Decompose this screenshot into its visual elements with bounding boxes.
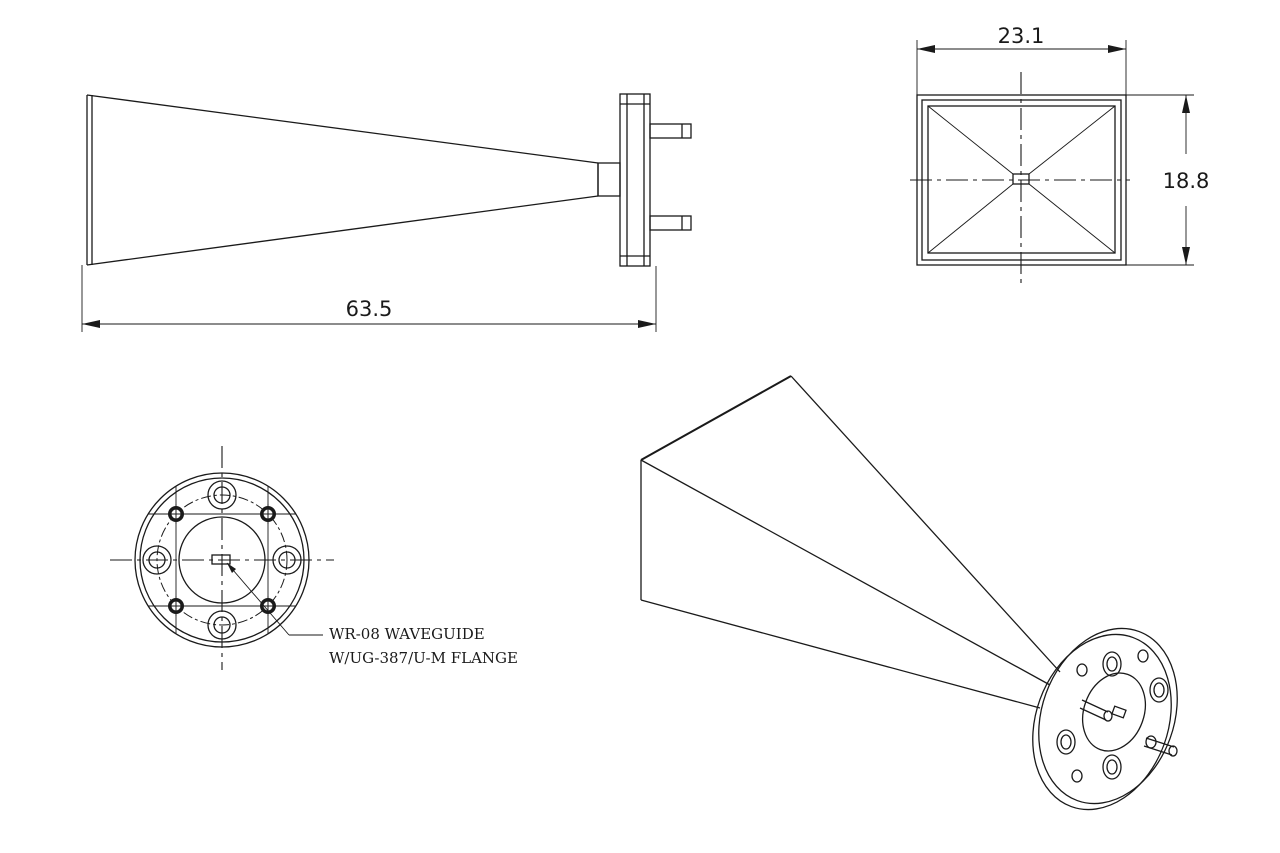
dimension-height-label: 18.8	[1163, 169, 1210, 193]
flange-view: WR-08 WAVEGUIDE W/UG-387/U-M FLANGE	[110, 446, 518, 670]
dimension-height: 18.8	[1126, 94, 1210, 266]
side-view: 63.5	[81, 93, 692, 332]
side-view-flange	[619, 93, 651, 267]
isometric-pins	[1079, 699, 1178, 757]
dimension-width: 23.1	[916, 24, 1127, 95]
side-view-horn	[86, 94, 621, 266]
isometric-flange-holes	[1056, 649, 1169, 783]
callout-leader	[226, 562, 323, 636]
side-view-pins	[649, 123, 692, 231]
flange-large-holes	[142, 480, 302, 640]
front-view: 23.1 18.8	[910, 24, 1209, 288]
flange-hole-guides	[148, 486, 296, 634]
dimension-length-label: 63.5	[346, 297, 393, 321]
dimension-width-label: 23.1	[998, 24, 1045, 48]
dimension-length: 63.5	[81, 265, 657, 332]
front-view-taper-edges	[927, 105, 1116, 254]
isometric-horn	[640, 375, 1061, 709]
callout-line-2: W/UG-387/U-M FLANGE	[329, 649, 518, 667]
isometric-view	[640, 375, 1178, 811]
callout-line-1: WR-08 WAVEGUIDE	[329, 625, 485, 643]
